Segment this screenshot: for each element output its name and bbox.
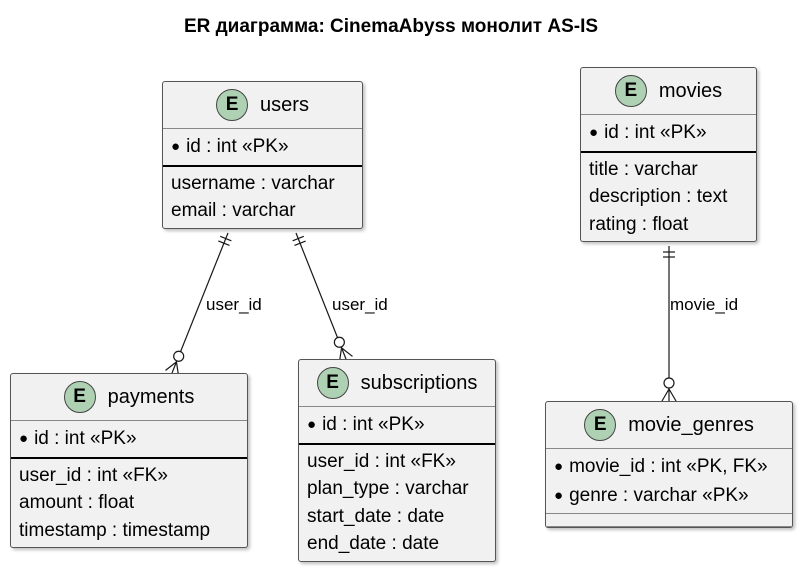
exactly-one-bar <box>218 240 230 246</box>
entity-name: payments <box>107 385 195 408</box>
attribute-field: amount : float <box>19 492 135 513</box>
entity-header: E payments <box>11 374 247 421</box>
attribute-fields <box>546 514 792 527</box>
relation-line <box>171 232 229 374</box>
entity-badge-icon: E <box>63 381 96 413</box>
crows-foot-right <box>661 388 670 402</box>
zero-circle <box>663 377 675 389</box>
key-field: id : int «PK» <box>171 133 354 162</box>
crows-foot-left <box>341 347 353 357</box>
attribute-field: plan_type : varchar <box>307 478 469 499</box>
attribute-field: user_id : int «FK» <box>19 464 168 486</box>
attribute-field: user_id : int «FK» <box>307 450 456 472</box>
entity-header: E subscriptions <box>299 360 495 407</box>
key-field: genre : varchar «PK» <box>554 482 784 511</box>
attribute-field: timestamp : timestamp <box>19 519 211 541</box>
entity-name: subscriptions <box>360 371 478 394</box>
key-fields: movie_id : int «PK, FK» genre : varchar … <box>546 449 792 514</box>
key-fields: id : int «PK» <box>581 115 756 153</box>
relation-label-movie-genres: movie_id <box>670 295 739 314</box>
attribute-field: end_date : date <box>307 533 440 554</box>
key-fields: id : int «PK» <box>299 407 495 445</box>
key-field: id : int «PK» <box>589 119 748 148</box>
entity-header: E movie_genres <box>546 402 792 449</box>
crows-foot-right <box>165 361 177 371</box>
entity-badge-icon: E <box>216 89 249 121</box>
key-fields: id : int «PK» <box>11 421 247 459</box>
key-fields: id : int «PK» <box>163 129 362 167</box>
crows-foot-left <box>668 388 677 402</box>
entity-badge-icon: E <box>614 75 647 107</box>
attribute-fields: user_id : int «FK» amount : float timest… <box>11 459 247 548</box>
attribute-field: username : varchar <box>171 172 335 194</box>
attribute-field: start_date : date <box>307 505 445 527</box>
relation-label-payments: user_id <box>206 295 262 314</box>
attribute-field: title : varchar <box>589 158 698 180</box>
entity-name: users <box>260 93 309 116</box>
entity-name: movies <box>658 79 723 102</box>
attribute-field: description : text <box>589 186 728 207</box>
attribute-field: email : varchar <box>171 200 296 221</box>
entity-subscriptions[interactable]: E subscriptions id : int «PK» user_id : … <box>298 359 496 562</box>
attribute-fields: user_id : int «FK» plan_type : varchar s… <box>299 445 495 561</box>
key-field: id : int «PK» <box>307 411 487 440</box>
attribute-fields: username : varchar email : varchar <box>163 167 362 228</box>
entity-badge-icon: E <box>584 409 617 441</box>
entity-users[interactable]: E users id : int «PK» username : varchar… <box>162 81 363 229</box>
diagram-title: ER диаграмма: CinemaAbyss монолит AS-IS <box>183 16 599 37</box>
key-field: movie_id : int «PK, FK» <box>554 453 784 482</box>
entity-badge-icon: E <box>316 367 349 399</box>
exactly-one-bar <box>294 240 306 246</box>
entity-header: E users <box>163 82 362 129</box>
relation-label-subscriptions: user_id <box>332 295 388 314</box>
entity-name: movie_genres <box>628 413 754 436</box>
entity-movie-genres[interactable]: E movie_genres movie_id : int «PK, FK» g… <box>545 401 793 528</box>
exactly-one-bar <box>292 235 305 242</box>
entity-movies[interactable]: E movies id : int «PK» title : varchar d… <box>580 67 757 242</box>
exactly-one-bar <box>219 235 232 242</box>
attribute-fields: title : varchar description : text ratin… <box>581 153 756 242</box>
zero-circle <box>333 336 345 348</box>
key-field: id : int «PK» <box>19 425 239 454</box>
entity-header: E movies <box>581 68 756 115</box>
attribute-field: rating : float <box>589 213 689 235</box>
zero-circle <box>173 350 185 362</box>
entity-payments[interactable]: E payments id : int «PK» user_id : int «… <box>10 373 248 548</box>
